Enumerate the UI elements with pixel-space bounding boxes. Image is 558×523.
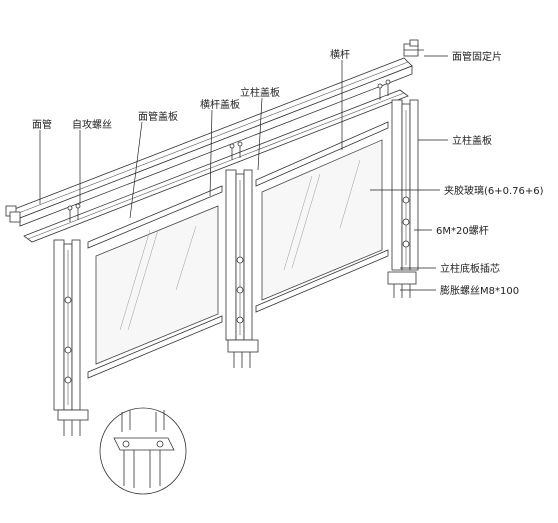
post-right xyxy=(387,99,419,298)
handrail xyxy=(11,57,413,227)
label-handrail-fixing-plate: 面管固定片 xyxy=(452,50,502,63)
base-detail-circle xyxy=(99,407,187,495)
handrail-cover xyxy=(23,89,409,243)
handrail-fixing-plate xyxy=(5,39,424,223)
label-self-tapping-screw: 自攻螺丝 xyxy=(72,118,112,131)
label-expansion-bolt: 膨胀螺丝M8*100 xyxy=(440,284,519,297)
label-handrail-cover: 面管盖板 xyxy=(138,110,178,123)
label-rail-bar: 横杆 xyxy=(330,48,350,61)
label-post-cover-right: 立柱盖板 xyxy=(452,134,492,147)
post-left xyxy=(53,239,89,436)
label-rail-cover: 横杆盖板 xyxy=(200,98,240,111)
label-post-base-insert: 立柱底板插芯 xyxy=(440,262,500,275)
label-handrail: 面管 xyxy=(32,118,52,131)
leader-lines xyxy=(39,55,448,291)
label-laminated-glass: 夹胶玻璃(6+0.76+6) xyxy=(444,184,544,197)
self-tapping-screws xyxy=(67,79,391,222)
glass-panel-right xyxy=(255,121,389,313)
label-post-cover-top: 立柱盖板 xyxy=(240,86,280,99)
label-bolt: 6M*20螺杆 xyxy=(436,225,489,237)
glass-panel-left xyxy=(87,185,223,379)
post-middle xyxy=(225,169,259,368)
